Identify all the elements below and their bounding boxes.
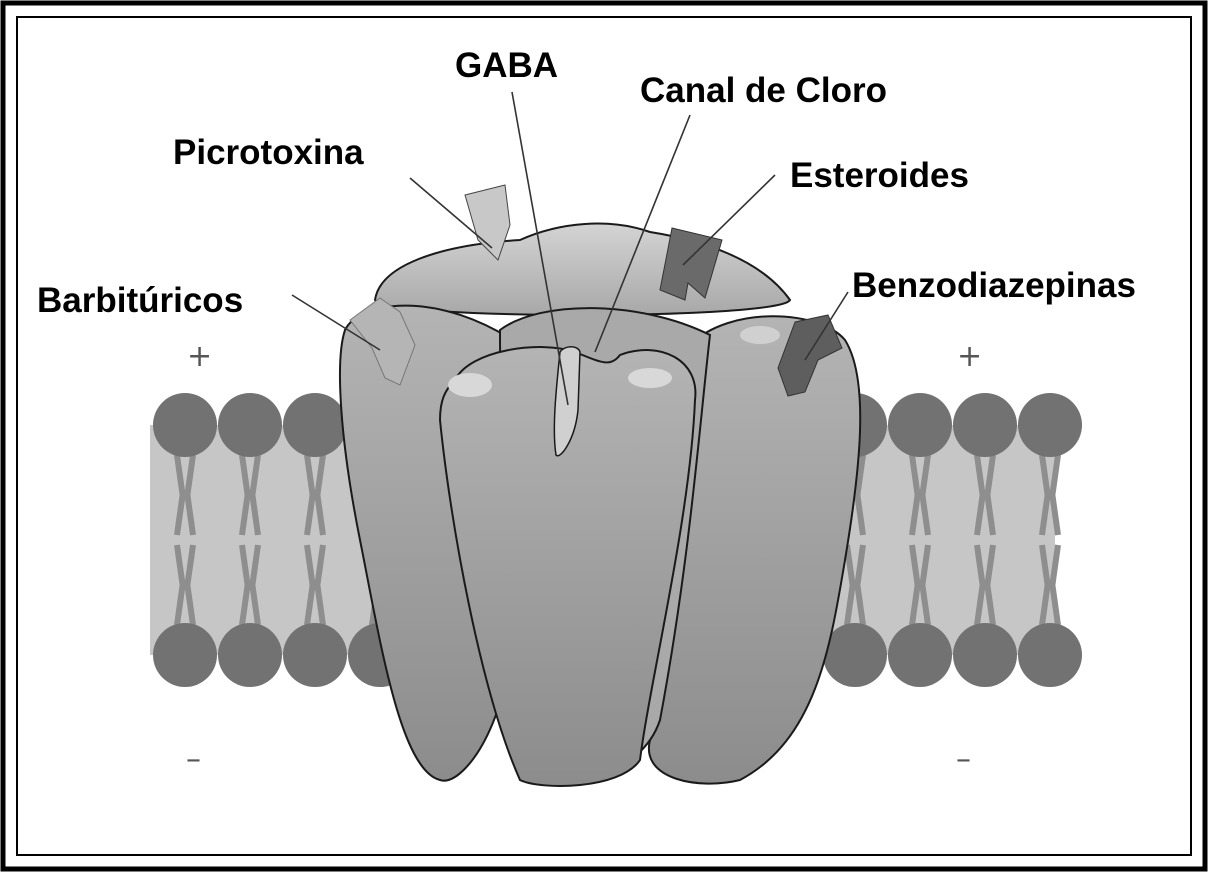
gaba-receptor xyxy=(340,224,860,786)
lipid-head xyxy=(823,623,887,687)
lipid-head xyxy=(1018,623,1082,687)
highlight xyxy=(448,373,492,397)
lipid-head xyxy=(218,623,282,687)
lipid-head xyxy=(1018,393,1082,457)
label-canal-de-cloro: Canal de Cloro xyxy=(640,73,887,108)
label-barbituricos: Barbitúricos xyxy=(37,283,243,318)
leader-esteroides xyxy=(683,175,775,265)
label-esteroides: Esteroides xyxy=(790,158,969,193)
label-benzodiazepinas: Benzodiazepinas xyxy=(852,268,1136,303)
sign-inner-right: – xyxy=(956,745,971,775)
label-gaba: GABA xyxy=(455,48,558,83)
sign-outer-left: + xyxy=(187,342,212,372)
lipid-head xyxy=(953,393,1017,457)
lipid-head xyxy=(888,393,952,457)
receptor-top-cap xyxy=(375,224,790,315)
lipid-head xyxy=(283,623,347,687)
lipid-head xyxy=(953,623,1017,687)
label-picrotoxina: Picrotoxina xyxy=(173,135,364,170)
lipid-head xyxy=(888,623,952,687)
sign-outer-right: + xyxy=(957,342,982,372)
lipid-head xyxy=(283,393,347,457)
highlight xyxy=(628,368,672,388)
lipid-head xyxy=(218,393,282,457)
lipid-head xyxy=(153,393,217,457)
sign-inner-left: – xyxy=(186,745,201,775)
highlight xyxy=(740,326,780,344)
lipid-head xyxy=(153,623,217,687)
